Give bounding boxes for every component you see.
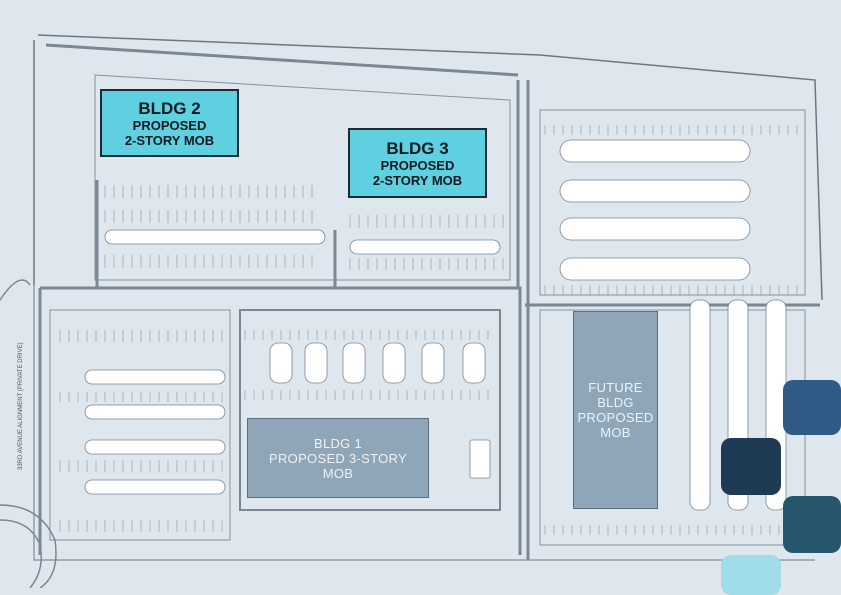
decor-tile-dark bbox=[721, 438, 781, 495]
decor-tile-teal bbox=[783, 496, 841, 553]
decor-tile-light bbox=[721, 555, 781, 595]
building-2-type: 2-STORY MOB bbox=[124, 132, 215, 148]
building-3-status: PROPOSED bbox=[380, 157, 455, 173]
building-1-type: MOB bbox=[322, 465, 354, 481]
building-3: BLDG 3 PROPOSED 2-STORY MOB bbox=[348, 128, 487, 198]
roundabout bbox=[0, 279, 57, 588]
future-building-line4: MOB bbox=[600, 425, 631, 440]
building-1-status: PROPOSED 3-STORY bbox=[269, 450, 407, 466]
future-building: FUTURE BLDG PROPOSED MOB bbox=[573, 311, 658, 509]
building-1-name: BLDG 1 bbox=[313, 435, 363, 451]
building-1: BLDG 1 PROPOSED 3-STORY MOB bbox=[247, 418, 429, 498]
street-label-note: (PRIVATE DRIVE) bbox=[18, 342, 24, 392]
building-3-name: BLDG 3 bbox=[386, 138, 449, 158]
drive-aisles bbox=[38, 43, 820, 560]
parking-stalls bbox=[59, 125, 798, 535]
future-building-line3: PROPOSED bbox=[577, 410, 654, 425]
decor-tile-mid bbox=[783, 380, 841, 435]
site-boundary bbox=[33, 34, 823, 561]
street-label-name: 33RD AVENUE ALIGNMENT bbox=[18, 392, 24, 470]
future-building-line1: FUTURE bbox=[588, 380, 643, 395]
building-2-status: PROPOSED bbox=[132, 117, 207, 133]
future-building-line2: BLDG bbox=[597, 395, 634, 410]
street-label: 33RD AVENUE ALIGNMENT (PRIVATE DRIVE) bbox=[18, 342, 24, 470]
building-2: BLDG 2 PROPOSED 2-STORY MOB bbox=[100, 89, 239, 157]
building-2-name: BLDG 2 bbox=[138, 98, 201, 118]
parking-islands bbox=[84, 139, 787, 511]
building-3-type: 2-STORY MOB bbox=[372, 172, 463, 188]
